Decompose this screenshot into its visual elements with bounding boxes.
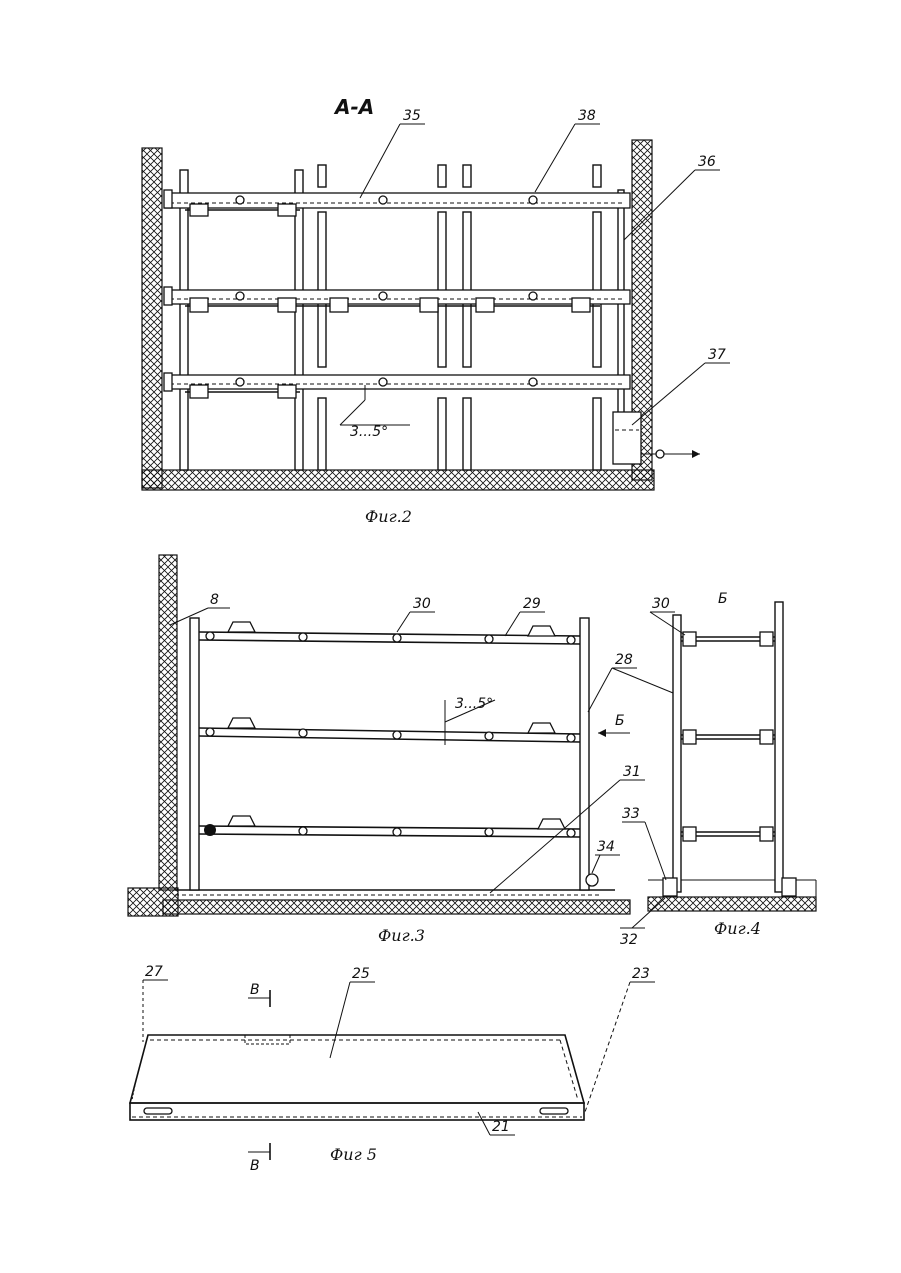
fig3-ref-34: 34 bbox=[597, 839, 615, 855]
fig3-callouts: 8 30 29 28 31 34 bbox=[170, 592, 678, 893]
figure-2: A-A bbox=[142, 95, 730, 526]
fig4-ref-32: 32 bbox=[620, 932, 638, 948]
ref-35: 35 bbox=[403, 108, 421, 124]
fig3-ref-30: 30 bbox=[413, 596, 431, 612]
fig2-drain-vessel bbox=[613, 412, 700, 464]
fig5-tray bbox=[130, 1035, 584, 1120]
fig3-ref-28: 28 bbox=[615, 652, 633, 668]
figure-5: В В 27 25 23 21 Фиг 5 bbox=[130, 964, 655, 1174]
fig3-posts bbox=[190, 618, 589, 890]
fig5-section-top-label: В bbox=[250, 982, 260, 998]
fig3-ref-8: 8 bbox=[210, 592, 219, 608]
fig2-angle-mark: 3...5° bbox=[340, 385, 410, 440]
fig5-caption: Фиг 5 bbox=[330, 1145, 377, 1164]
fig3-bolts bbox=[204, 632, 598, 886]
fig5-ref-23: 23 bbox=[632, 966, 650, 982]
fig5-section-bottom-label: В bbox=[250, 1158, 260, 1174]
fig4-ref-33: 33 bbox=[622, 806, 640, 822]
fig2-angle-label: 3...5° bbox=[350, 424, 388, 440]
ref-36: 36 bbox=[698, 154, 716, 170]
fig5-callouts: 27 25 23 21 bbox=[143, 964, 655, 1135]
fig3-view-arrow-label: Б bbox=[615, 713, 625, 729]
fig5-ref-25: 25 bbox=[352, 966, 370, 982]
figure-4: Б 30 bbox=[620, 591, 816, 948]
fig3-angle-label: 3...5° bbox=[455, 696, 493, 712]
ref-37: 37 bbox=[708, 347, 726, 363]
fig3-view-arrow: Б bbox=[598, 713, 630, 737]
fig5-section-marks: В В bbox=[248, 982, 270, 1174]
figure-3: 3...5° Б 8 30 29 28 31 bbox=[128, 555, 678, 945]
fig3-ref-31: 31 bbox=[623, 764, 641, 780]
fig5-ref-21: 21 bbox=[492, 1119, 510, 1135]
fig3-shelves bbox=[199, 622, 580, 837]
fig5-ref-27: 27 bbox=[145, 964, 163, 980]
fig4-caption: Фиг.4 bbox=[714, 919, 761, 938]
fig4-view-title: Б bbox=[718, 591, 728, 607]
fig3-ref-29: 29 bbox=[523, 596, 541, 612]
fig2-caption: Фиг.2 bbox=[365, 507, 412, 526]
fig4-ref-30: 30 bbox=[652, 596, 670, 612]
section-title-a-a: A-A bbox=[333, 95, 374, 119]
fig2-shelves bbox=[165, 193, 630, 392]
fig3-caption: Фиг.3 bbox=[378, 926, 425, 945]
ref-38: 38 bbox=[578, 108, 596, 124]
